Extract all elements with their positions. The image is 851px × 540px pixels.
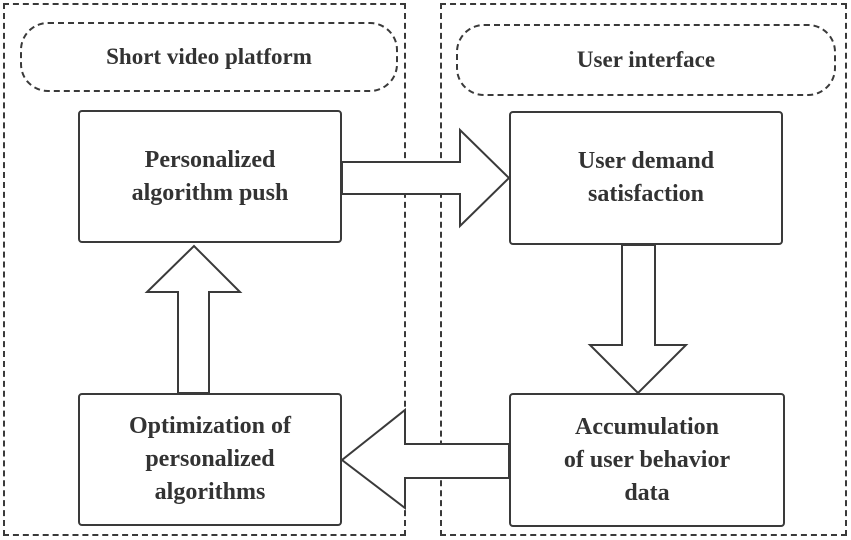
user-demand-box: User demand satisfaction — [509, 111, 783, 245]
platform-panel-title: Short video platform — [20, 22, 398, 92]
arrow-up — [144, 244, 243, 394]
behavior-accumulation-box: Accumulation of user behavior data — [509, 393, 785, 527]
arrow-left — [340, 407, 510, 511]
user-panel-title: User interface — [456, 24, 836, 96]
platform-panel — [3, 3, 406, 536]
user-panel — [440, 3, 847, 536]
algorithm-optimization-box: Optimization of personalized algorithms — [78, 393, 342, 526]
personalized-push-box: Personalized algorithm push — [78, 110, 342, 243]
arrow-down — [587, 244, 689, 395]
arrow-right — [341, 127, 511, 229]
